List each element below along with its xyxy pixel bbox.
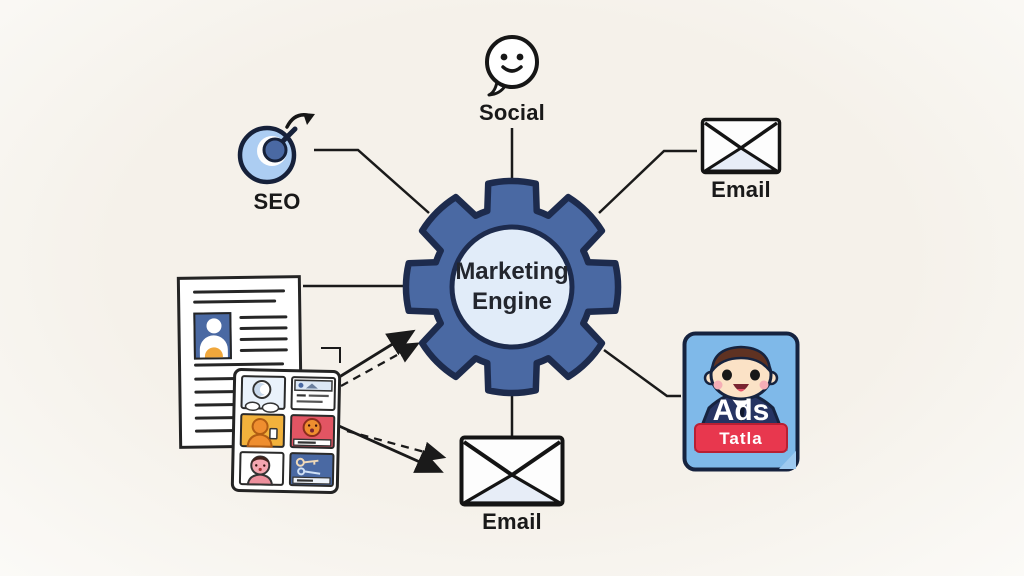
media-grid-tiles — [238, 375, 337, 487]
envelope-icon — [700, 117, 782, 175]
doc-text-line — [239, 348, 288, 353]
seo-label: SEO — [253, 189, 301, 214]
tile-person-phone — [239, 413, 286, 448]
doc-text-line — [193, 299, 277, 304]
tile-face-red — [289, 414, 336, 449]
email-top-label: Email — [711, 177, 771, 202]
ads-node: Ads Tatla — [682, 331, 800, 477]
doc-text-line — [239, 315, 288, 320]
doc-text-line — [239, 326, 288, 331]
connector-ads — [603, 348, 681, 398]
arrow-grid-to-gear-dashed — [340, 342, 421, 388]
arrow-grid-to-email-dashed — [346, 429, 447, 462]
gear-icon — [402, 177, 622, 397]
doc-text-line — [192, 289, 286, 294]
elbow-connector — [321, 347, 341, 363]
doc-text-line — [239, 337, 288, 342]
arrow-grid-to-gear-solid — [335, 329, 416, 381]
arrow-grid-to-email-solid — [338, 424, 444, 473]
ads-label: Ads — [713, 394, 770, 427]
marketing-engine-label: Marketing Engine — [399, 174, 625, 400]
marketing-engine-label-line2: Engine — [471, 288, 552, 315]
marketing-engine-node — [399, 174, 625, 400]
email-bottom-node: Email — [457, 435, 567, 535]
seo-node: SEO — [227, 105, 327, 215]
tile-person-pink — [238, 451, 285, 486]
media-grid-icon — [230, 367, 342, 495]
doc-text-line — [194, 362, 285, 367]
avatar-shirt — [204, 347, 223, 360]
mascot-head — [703, 345, 779, 401]
tile-keys-blue — [288, 452, 335, 487]
speech-bubble-smiley-icon — [485, 35, 539, 97]
marketing-engine-label-line1: Marketing — [455, 258, 569, 285]
social-label: Social — [478, 100, 545, 125]
connector-email-top — [598, 149, 697, 214]
tile-article — [290, 376, 337, 411]
mascot-tie — [737, 407, 745, 421]
gear-hub — [449, 224, 575, 350]
email-top-node: Email — [699, 117, 783, 203]
ads-mascot-card-icon: Ads Tatla — [682, 331, 800, 472]
email-bottom-label: Email — [482, 509, 542, 534]
avatar-head — [206, 318, 222, 334]
envelope-icon — [459, 435, 565, 507]
ads-banner-text: Tatla — [719, 429, 762, 448]
ads-banner — [694, 423, 788, 453]
connector-seo — [314, 148, 430, 214]
social-node: Social — [462, 32, 562, 126]
page-curl — [779, 451, 796, 469]
target-arrow-icon — [237, 113, 315, 185]
tile-sky — [240, 375, 287, 413]
doc-avatar — [193, 312, 232, 360]
